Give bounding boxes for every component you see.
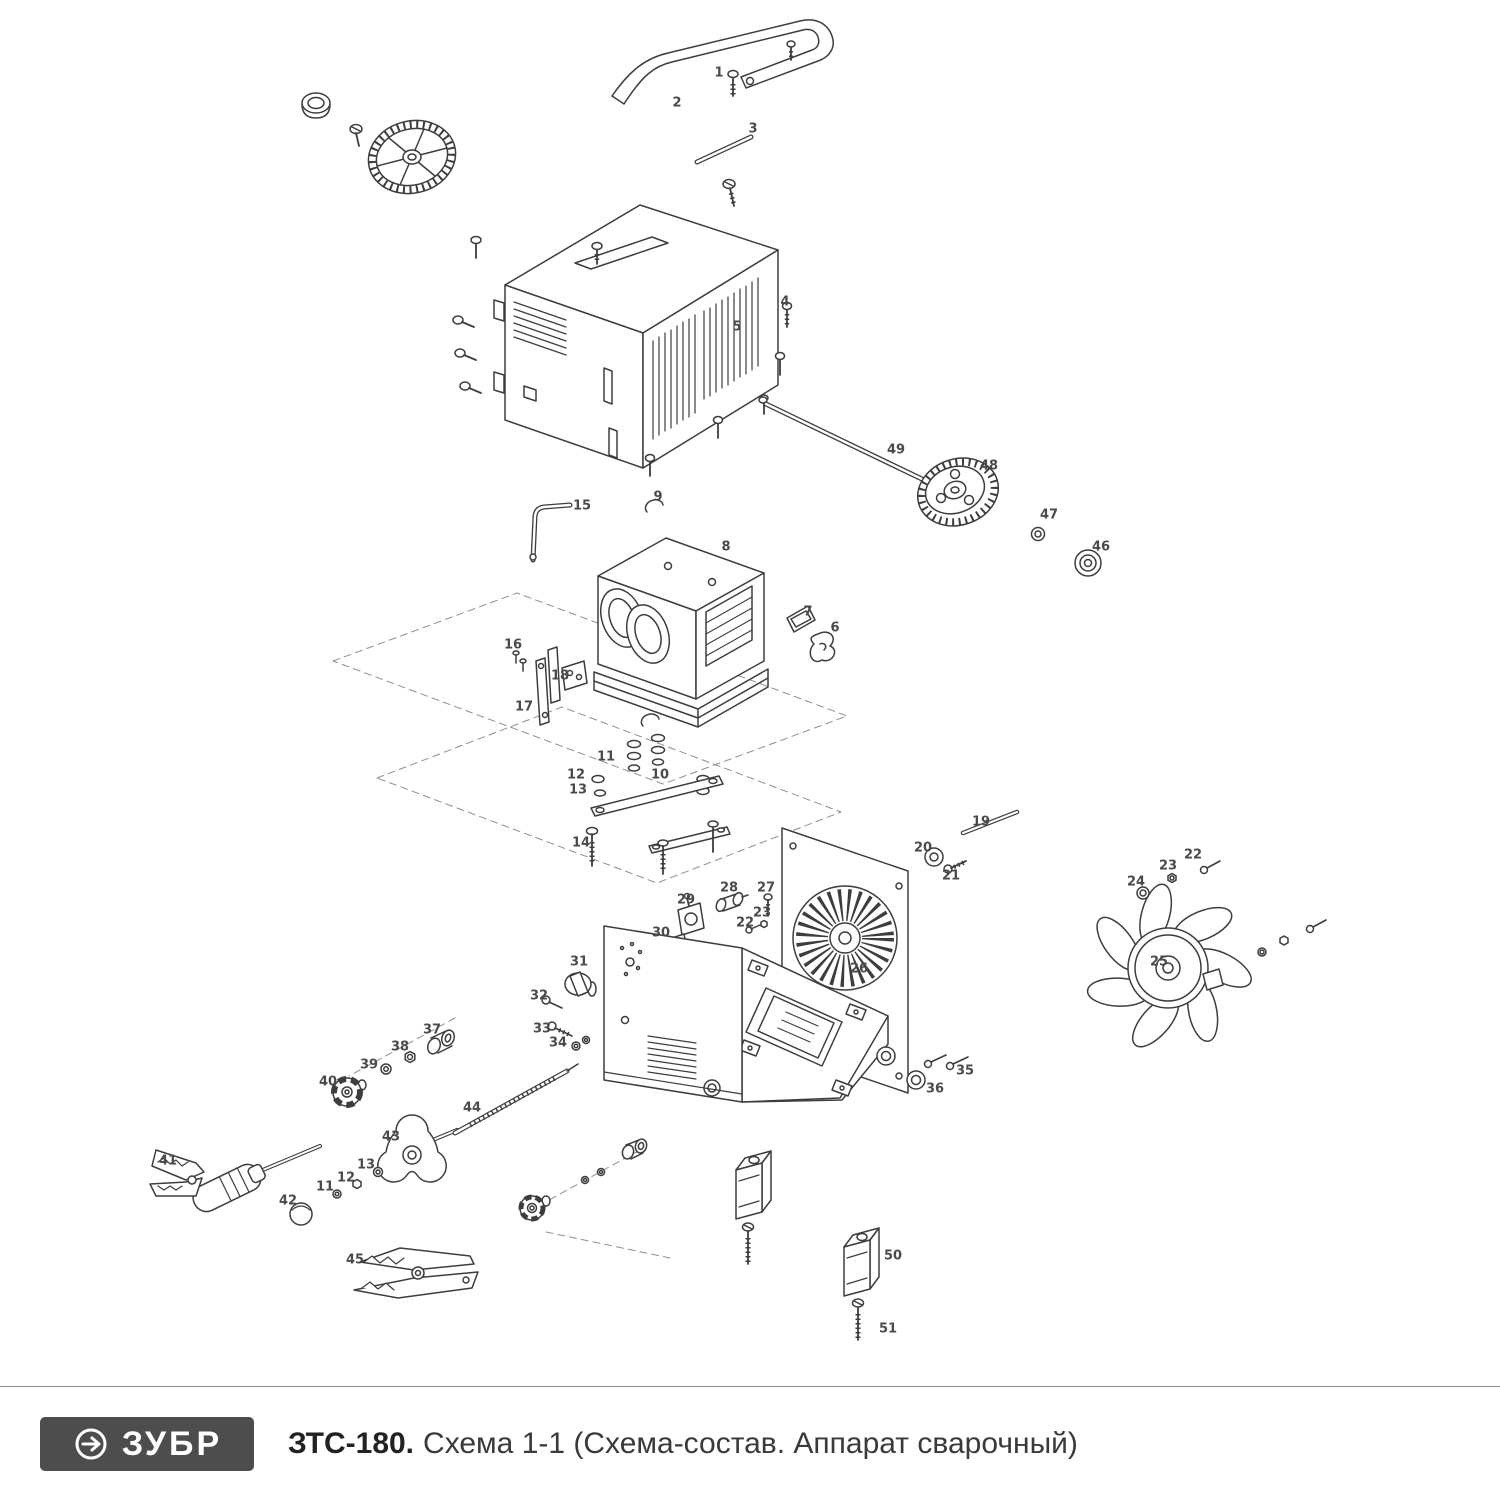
wheel — [916, 457, 1000, 527]
chassis-grommets — [876, 1046, 969, 1090]
circlip-washer — [1030, 526, 1046, 542]
model-number: ЗТС-180. — [288, 1426, 415, 1460]
part-label-10: 10 — [650, 767, 670, 783]
part-label-11: 11 — [596, 749, 616, 765]
part-label-29: 29 — [676, 892, 696, 908]
part-label-51: 51 — [878, 1321, 898, 1337]
part-label-27: 27 — [756, 880, 776, 896]
top-cover — [452, 204, 793, 477]
part-label-25: 25 — [1149, 954, 1169, 970]
scheme-name: Схема 1-1 (Схема-состав. Аппарат сварочн… — [423, 1426, 1078, 1460]
part-label-15: 15 — [572, 498, 592, 514]
part-label-31: 31 — [569, 954, 589, 970]
panel-knob — [541, 971, 597, 1051]
mount-plates — [512, 646, 588, 726]
output-terminals — [735, 1150, 880, 1341]
part-label-30: 30 — [651, 925, 671, 941]
part-label-45: 45 — [345, 1252, 365, 1268]
rubber-grommet — [809, 631, 836, 663]
part-label-18: 18 — [550, 668, 570, 684]
insulator-plate — [786, 605, 816, 633]
cap-part — [301, 92, 331, 119]
part-label-9: 9 — [653, 489, 663, 505]
part-label-12: 12 — [566, 767, 586, 783]
part-label-32: 32 — [529, 988, 549, 1004]
part-label-4: 4 — [780, 294, 790, 310]
part-label-11: 11 — [315, 1179, 335, 1195]
part-label-14: 14 — [571, 835, 591, 851]
brand-logo: ЗУБР — [40, 1416, 254, 1471]
part-label-3: 3 — [748, 121, 758, 137]
part-label-12: 12 — [336, 1170, 356, 1186]
part-label-7: 7 — [803, 604, 813, 620]
part-label-23: 23 — [1158, 858, 1178, 874]
screw-topleft — [349, 123, 363, 147]
part-label-33: 33 — [532, 1021, 552, 1037]
part-label-24: 24 — [1126, 874, 1146, 890]
part-label-35: 35 — [955, 1063, 975, 1079]
part-label-17: 17 — [514, 699, 534, 715]
part-label-22: 22 — [1183, 847, 1203, 863]
electrode-holder — [149, 1138, 648, 1226]
construction-planes — [332, 592, 848, 1259]
part-label-42: 42 — [278, 1193, 298, 1209]
part-label-16: 16 — [503, 637, 523, 653]
part-label-8: 8 — [721, 539, 731, 555]
part-label-50: 50 — [883, 1248, 903, 1264]
part-label-48: 48 — [979, 458, 999, 474]
adjuster-train — [331, 1029, 579, 1183]
part-label-1: 1 — [714, 65, 724, 81]
fan — [1086, 860, 1327, 1048]
shaft-grommet-screw — [924, 809, 1020, 874]
part-label-34: 34 — [548, 1035, 568, 1051]
roller-cap — [1074, 549, 1102, 577]
base-chassis — [603, 925, 889, 1103]
footer: ЗУБР ЗТС-180.Схема 1-1 (Схема-состав. Ап… — [0, 1386, 1500, 1500]
part-label-26: 26 — [849, 961, 869, 977]
part-label-38: 38 — [390, 1039, 410, 1055]
part-label-19: 19 — [971, 814, 991, 830]
part-label-13: 13 — [356, 1157, 376, 1173]
part-label-20: 20 — [913, 840, 933, 856]
part-label-21: 21 — [941, 868, 961, 884]
part-label-46: 46 — [1091, 539, 1111, 555]
part-label-37: 37 — [422, 1022, 442, 1038]
handle-assembly — [611, 19, 834, 105]
pin-part-3 — [694, 134, 754, 207]
earth-clamp — [353, 1247, 479, 1299]
part-label-47: 47 — [1039, 507, 1059, 523]
c-clip — [644, 498, 664, 513]
part-label-41: 41 — [158, 1153, 178, 1169]
part-label-36: 36 — [925, 1081, 945, 1097]
part-label-23: 23 — [752, 905, 772, 921]
part-label-40: 40 — [318, 1074, 338, 1090]
axle-rod — [758, 396, 929, 484]
part-label-6: 6 — [830, 620, 840, 636]
transformer — [593, 537, 769, 728]
part-label-44: 44 — [462, 1100, 482, 1116]
hardware-cluster — [585, 713, 731, 875]
part-label-28: 28 — [719, 880, 739, 896]
part-label-5: 5 — [732, 319, 742, 335]
diagram-title: ЗТС-180.Схема 1-1 (Схема-состав. Аппарат… — [288, 1427, 1078, 1461]
part-label-13: 13 — [568, 782, 588, 798]
brand-name: ЗУБР — [121, 1424, 223, 1463]
brand-arrow-icon — [75, 1428, 107, 1459]
part-label-22: 22 — [735, 915, 755, 931]
part-label-43: 43 — [381, 1129, 401, 1145]
part-label-39: 39 — [359, 1057, 379, 1073]
part-label-49: 49 — [886, 442, 906, 458]
part-label-2: 2 — [672, 95, 682, 111]
hand-wheel — [367, 119, 457, 195]
wire-bracket — [529, 502, 573, 563]
